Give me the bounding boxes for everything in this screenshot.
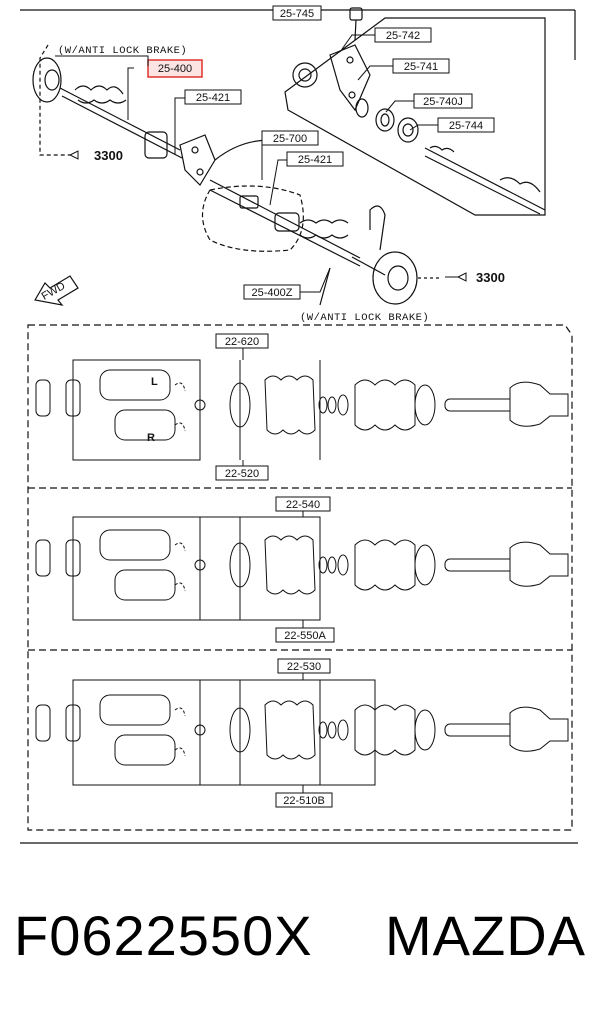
- parts-diagram: 25-745 25-742 25-400 25-741 25-421 25-74…: [20, 5, 578, 844]
- label-25-421-a: 25-421: [184, 89, 242, 105]
- ref-3300-left: 3300: [68, 148, 123, 163]
- joint-l-mark: L: [151, 376, 158, 388]
- svg-text:3300: 3300: [476, 270, 505, 285]
- upper-assembly: [32, 7, 546, 306]
- panel-3: 22-530 22-510B: [35, 658, 569, 808]
- panel-1: L R 22-620 22-520: [35, 333, 569, 481]
- svg-text:25-744: 25-744: [449, 120, 483, 132]
- svg-text:22-520: 22-520: [225, 468, 259, 480]
- svg-text:25-745: 25-745: [280, 8, 314, 20]
- label-25-745: 25-745: [272, 5, 322, 21]
- svg-text:3300: 3300: [94, 148, 123, 163]
- ref-3300-right: 3300: [456, 270, 505, 285]
- brand-name: MAZDA: [385, 903, 586, 967]
- upper-labels: 25-745 25-742 25-400 25-741 25-421 25-74…: [147, 5, 495, 300]
- label-22-540: 22-540: [275, 496, 331, 512]
- panel-2: 22-540 22-550A: [35, 496, 569, 643]
- label-22-520: 22-520: [215, 465, 269, 481]
- svg-text:25-741: 25-741: [404, 61, 438, 73]
- svg-text:22-620: 22-620: [225, 336, 259, 348]
- svg-text:22-540: 22-540: [286, 499, 320, 511]
- label-25-744: 25-744: [437, 117, 495, 133]
- svg-text:25-421: 25-421: [298, 154, 332, 166]
- svg-text:25-400: 25-400: [158, 63, 192, 75]
- label-22-510B: 22-510B: [275, 792, 333, 808]
- svg-text:22-530: 22-530: [287, 661, 321, 673]
- label-25-421-b: 25-421: [286, 151, 344, 167]
- label-25-400Z: 25-400Z: [243, 284, 301, 300]
- fwd-arrow-icon: FWD: [34, 275, 79, 306]
- caption-bar: F0622550X MAZDA: [0, 890, 600, 980]
- label-22-530: 22-530: [277, 658, 331, 674]
- part-number: F0622550X: [14, 903, 313, 967]
- svg-text:25-421: 25-421: [196, 92, 230, 104]
- bottom-abs-note: (W/ANTI LOCK BRAKE): [300, 312, 429, 324]
- svg-text:25-740J: 25-740J: [423, 96, 463, 108]
- joint-r-mark: R: [147, 432, 155, 444]
- label-22-550A: 22-550A: [275, 627, 335, 643]
- top-abs-note: (W/ANTI LOCK BRAKE): [58, 45, 187, 57]
- label-25-700: 25-700: [261, 130, 319, 146]
- svg-text:22-550A: 22-550A: [284, 630, 326, 642]
- label-25-742: 25-742: [374, 27, 432, 43]
- label-25-741: 25-741: [392, 58, 450, 74]
- svg-text:25-400Z: 25-400Z: [252, 287, 293, 299]
- svg-text:22-510B: 22-510B: [283, 795, 325, 807]
- label-25-740J: 25-740J: [413, 93, 473, 109]
- label-22-620: 22-620: [215, 333, 269, 349]
- svg-text:25-700: 25-700: [273, 133, 307, 145]
- label-25-400-highlighted: 25-400: [147, 59, 203, 78]
- svg-text:25-742: 25-742: [386, 30, 420, 42]
